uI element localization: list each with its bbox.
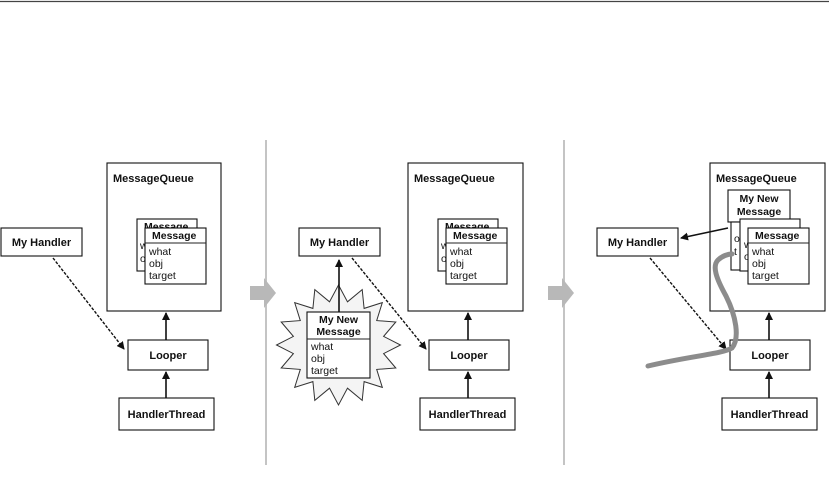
field-obj: obj	[149, 258, 163, 270]
svg-text:o: o	[140, 253, 146, 265]
handler-thread-box	[419, 397, 516, 431]
message-queue-label: MessageQueue	[113, 173, 194, 185]
message-card	[144, 227, 207, 285]
looper-label: Looper	[450, 350, 488, 362]
svg-text:o: o	[441, 253, 447, 265]
field-target: target	[149, 270, 176, 282]
handler-thread-label: HandlerThread	[731, 409, 809, 421]
message-to-handler-arrow	[680, 227, 729, 241]
svg-text:o: o	[734, 233, 740, 245]
step-arrow	[250, 278, 276, 308]
field-target: target	[752, 270, 779, 282]
my-handler-box	[596, 227, 679, 257]
field-target: target	[450, 270, 477, 282]
svg-text:o: o	[744, 251, 750, 263]
looper-label: Looper	[149, 350, 187, 362]
new-message-card	[727, 189, 791, 223]
new-message-card	[306, 311, 371, 379]
looper-label: Looper	[751, 350, 789, 362]
message-queue-label: MessageQueue	[414, 173, 495, 185]
message-card	[445, 227, 508, 285]
my-handler-label: My Handler	[608, 237, 668, 249]
message-stack: My New Message o t w o Message what obj …	[727, 189, 810, 285]
handler-thread-label: HandlerThread	[429, 409, 507, 421]
message-stack: Message w o Message what obj target	[136, 218, 207, 285]
field-what: what	[148, 246, 171, 258]
new-message-title-line2: Message	[737, 206, 782, 218]
message-stack: Message w o Message what obj target	[437, 218, 508, 285]
new-message-title-line2: Message	[316, 326, 361, 338]
panel-1: MessageQueue Message w o Message what ob…	[0, 162, 222, 431]
field-what: what	[310, 341, 333, 353]
looper-box	[127, 339, 209, 371]
looper-box	[729, 339, 811, 371]
message-queue-label: MessageQueue	[716, 173, 797, 185]
field-obj: obj	[752, 258, 766, 270]
panel-2: MessageQueue Message w o Message what ob…	[275, 162, 524, 431]
message-title: Message	[453, 230, 498, 242]
my-handler-box	[298, 227, 381, 257]
new-message-title-line1: My New	[319, 314, 359, 326]
message-delivery-path	[645, 251, 739, 369]
handler-thread-label: HandlerThread	[128, 409, 206, 421]
svg-text:w: w	[440, 240, 449, 252]
panel-3: MessageQueue My New Message o t w o Mess…	[596, 162, 826, 431]
looper-box	[428, 339, 510, 371]
handler-thread-box	[118, 397, 215, 431]
message-title: Message	[755, 230, 800, 242]
handler-to-looper-arrow	[649, 257, 727, 350]
new-message-title-line1: My New	[739, 193, 779, 205]
field-target: target	[311, 365, 338, 377]
field-what: what	[751, 246, 774, 258]
svg-text:w: w	[139, 240, 148, 252]
handler-to-looper-arrow	[52, 257, 125, 350]
field-obj: obj	[311, 353, 325, 365]
my-handler-box	[0, 227, 83, 257]
field-what: what	[449, 246, 472, 258]
field-obj: obj	[450, 258, 464, 270]
svg-text:t: t	[734, 246, 737, 258]
step-arrow	[548, 278, 574, 308]
message-title: Message	[152, 230, 197, 242]
message-card	[747, 227, 810, 285]
my-handler-label: My Handler	[310, 237, 370, 249]
my-handler-label: My Handler	[12, 237, 72, 249]
handler-to-looper-arrow	[351, 257, 427, 350]
